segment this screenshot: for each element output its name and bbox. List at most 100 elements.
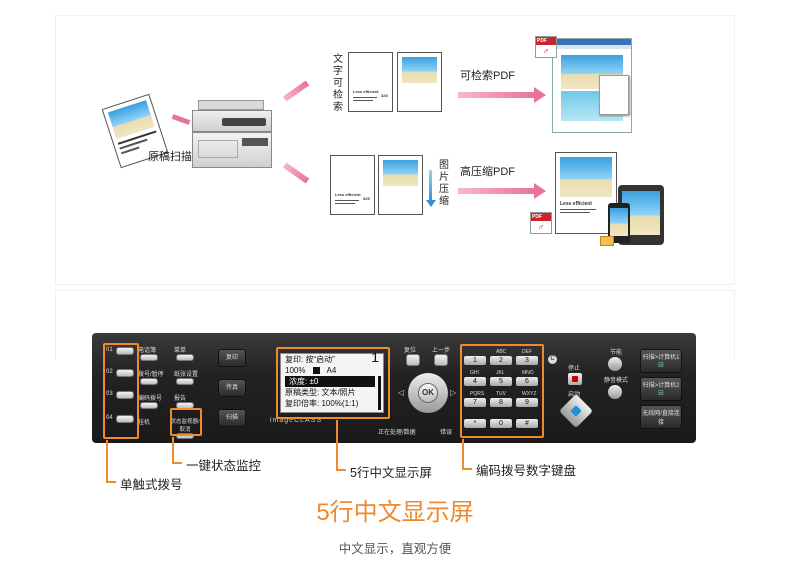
- display-highlight: [276, 347, 390, 419]
- control-panel: 01 02 03 04 电话簿 拨号/暂停 编码拨号 挂机 菜单 纸张设置 报告…: [92, 333, 696, 443]
- one-touch-button-04[interactable]: [116, 415, 134, 423]
- address-book-button[interactable]: [140, 354, 158, 361]
- one-touch-button-01[interactable]: [116, 347, 134, 355]
- lcd-copies: 1: [371, 349, 379, 365]
- key-6[interactable]: 6: [516, 377, 538, 386]
- callout-line: [462, 439, 464, 469]
- one-touch-callout: 单触式拨号: [120, 478, 183, 492]
- menu-button[interactable]: [176, 354, 194, 361]
- scan-pc-icon: ⊟: [658, 390, 664, 397]
- acrobat-icon: ♂: [537, 222, 545, 232]
- one-touch-button-03[interactable]: [116, 391, 134, 399]
- key-sublabel: DEF: [522, 349, 532, 355]
- acrobat-icon: ♂: [542, 46, 550, 56]
- key-sublabel: MNO: [522, 370, 534, 376]
- top-frame: [55, 15, 735, 285]
- brand-logo: imageCLASS: [270, 417, 323, 424]
- wireless-direct-button[interactable]: 无线网/直接连接: [640, 405, 682, 429]
- phone-image: [608, 203, 630, 243]
- key-3[interactable]: 3: [516, 356, 538, 365]
- lcd-scrollbar: [378, 376, 381, 410]
- lcd-line-5: 复印倍率: 100%(1:1): [285, 399, 359, 408]
- key-1[interactable]: 1: [464, 356, 486, 365]
- back-button[interactable]: [434, 354, 448, 366]
- redial-pause-button[interactable]: [140, 378, 158, 385]
- lcd-line-2: 100% A4: [285, 366, 337, 375]
- callout-line: [172, 437, 174, 463]
- display-callout: 5行中文显示屏: [350, 466, 432, 480]
- searchable-pdf-label: 可检索PDF: [460, 70, 515, 82]
- key-sublabel: PQRS: [470, 391, 485, 397]
- key-star[interactable]: *: [464, 419, 486, 428]
- mail-icon: [600, 236, 614, 246]
- one-touch-button-02[interactable]: [116, 369, 134, 377]
- scan-mode-button[interactable]: 扫描: [218, 409, 246, 427]
- scan-label: 原稿扫描: [148, 151, 192, 163]
- searchable-vertical-label: 文 字 可 检 索: [333, 54, 343, 113]
- key-sublabel: JKL: [496, 370, 505, 376]
- key-sublabel: TUV: [496, 391, 506, 397]
- coded-dial-button[interactable]: [140, 402, 158, 409]
- arrow-compressed-head: [534, 183, 546, 199]
- plus-icon: ▷: [450, 388, 457, 397]
- pdf-icon-top: PDF ♂: [535, 36, 557, 58]
- paper-settings-button[interactable]: [176, 378, 194, 385]
- searchable-photo-doc: [397, 52, 442, 112]
- compress-text-doc: Less efficient 325: [330, 155, 375, 215]
- pdf-viewer-image: [552, 38, 632, 133]
- key-7[interactable]: 7: [464, 398, 486, 407]
- scan-to-pc2-button[interactable]: 扫描>计算机2 ⊟: [640, 377, 682, 401]
- printer-image: [192, 100, 274, 168]
- start-button[interactable]: [559, 394, 593, 428]
- key-2[interactable]: 2: [490, 356, 512, 365]
- key-0[interactable]: 0: [490, 419, 512, 428]
- callout-line: [336, 420, 338, 470]
- headline: 5行中文显示屏: [316, 499, 474, 526]
- fax-mode-button[interactable]: 传真: [218, 379, 246, 397]
- keypad-callout: 编码拨号数字键盘: [476, 464, 577, 478]
- searchable-text-doc: Less efficient 325: [348, 52, 393, 112]
- dpad[interactable]: OK: [408, 373, 448, 413]
- quiet-mode-button[interactable]: [608, 385, 622, 399]
- arrow-searchable-head: [534, 87, 546, 103]
- key-sublabel: ABC: [496, 349, 507, 355]
- key-4[interactable]: 4: [464, 377, 486, 386]
- minus-icon: ◁: [398, 388, 405, 397]
- callout-line: [172, 462, 182, 464]
- compress-photo-doc: [378, 155, 423, 215]
- key-hash[interactable]: #: [516, 419, 538, 428]
- copy-mode-button[interactable]: 复印: [218, 349, 246, 367]
- start-icon: [570, 405, 582, 417]
- clear-button[interactable]: C: [548, 355, 557, 364]
- lcd-line-1: 复印: 按“启动” 1: [285, 349, 379, 365]
- key-sublabel: GHI: [470, 370, 479, 376]
- eco-button[interactable]: [608, 357, 622, 371]
- callout-line: [336, 469, 346, 471]
- compressed-pdf-label: 高压缩PDF: [460, 166, 515, 178]
- key-8[interactable]: 8: [490, 398, 512, 407]
- keypad-highlight: [460, 344, 544, 438]
- lcd-line-3-selected: 浓度: ±0: [285, 376, 375, 387]
- one-touch-highlight: [103, 343, 139, 439]
- lcd-line-4: 原稿类型: 文本/照片: [285, 388, 356, 397]
- status-monitor-button[interactable]: [176, 433, 194, 439]
- reset-button[interactable]: [406, 354, 420, 366]
- key-5[interactable]: 5: [490, 377, 512, 386]
- arrow-searchable: [458, 92, 536, 98]
- pdf-icon-bottom: PDF ♂: [530, 212, 552, 234]
- callout-line: [106, 440, 108, 482]
- key-9[interactable]: 9: [516, 398, 538, 407]
- arrow-compressed: [458, 188, 536, 194]
- subline: 中文显示，直观方便: [338, 542, 452, 556]
- stop-icon: [572, 376, 578, 382]
- ok-button[interactable]: OK: [418, 383, 438, 403]
- compress-vertical-label: 图 片 压 缩: [439, 160, 449, 207]
- mid-frame: [55, 290, 735, 360]
- status-monitor-callout: 一键状态监控: [186, 459, 262, 473]
- callout-line: [106, 481, 116, 483]
- stop-button[interactable]: [568, 373, 582, 385]
- scan-to-pc1-button[interactable]: 扫描>计算机1 ⊟: [640, 349, 682, 373]
- compress-down-arrow-head: [426, 200, 436, 207]
- status-monitor-highlight: [170, 408, 202, 436]
